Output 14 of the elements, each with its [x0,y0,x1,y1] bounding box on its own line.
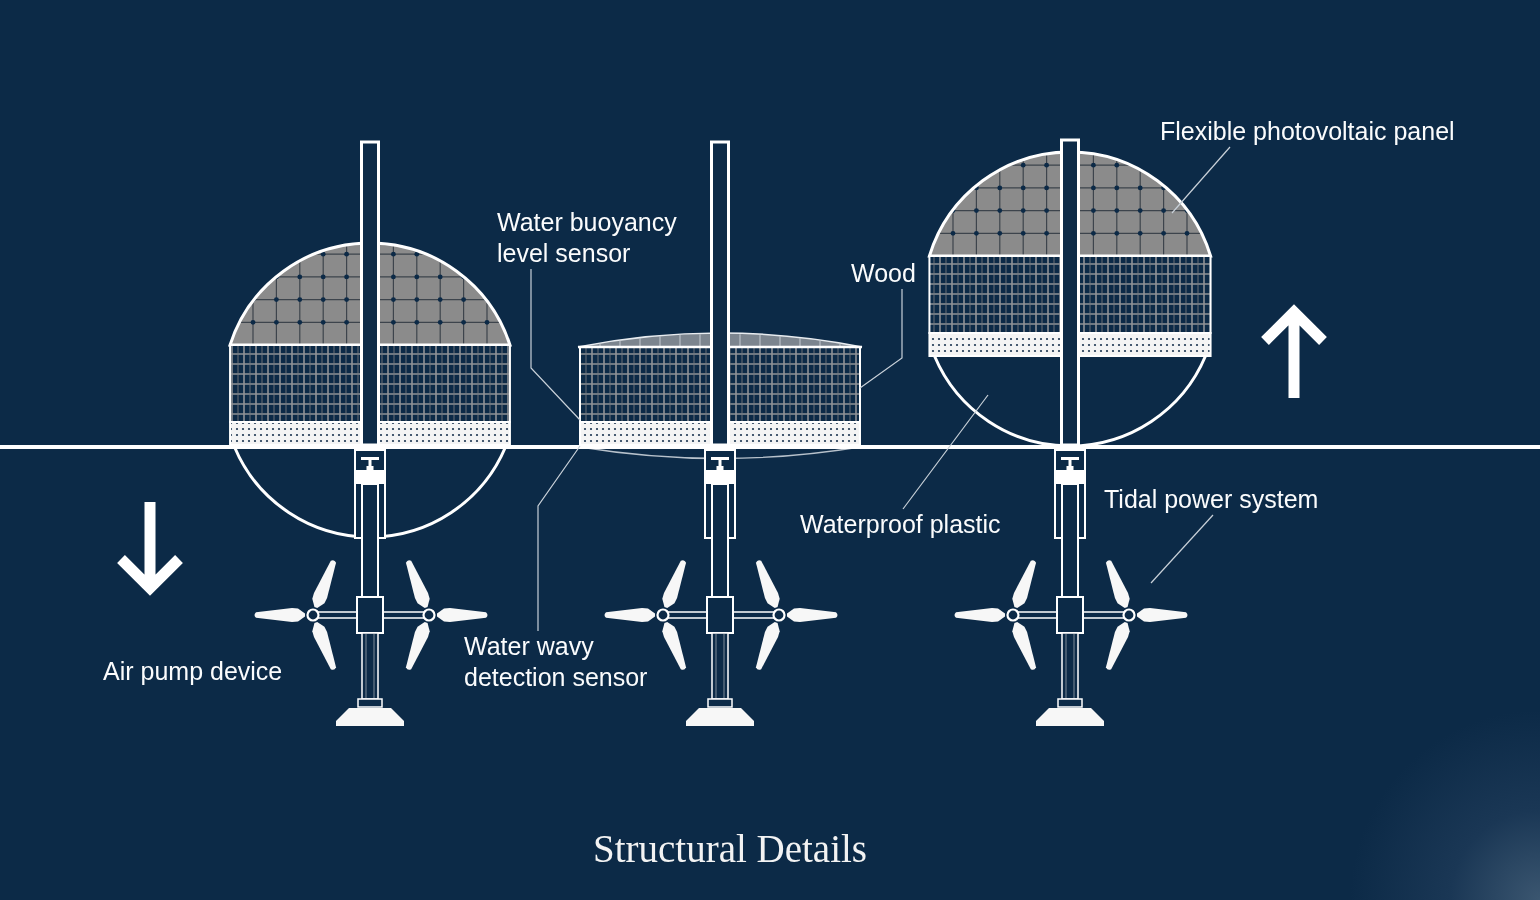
callout-label: Air pump device [103,656,283,687]
leader-line [902,394,989,510]
hull-drawing [933,355,1207,448]
callout-label: Water wavy detection sensor [464,631,664,693]
caption: Structural Details [593,826,867,872]
callout-label: Wood [851,258,916,289]
callout-label: Water buoyancy level sensor [497,207,697,269]
leader-line [1171,146,1231,214]
leader-line [859,288,903,389]
leader-line [537,445,581,632]
callout-label: Flexible photovoltaic panel [1160,116,1455,147]
callout-label: Waterproof plastic [800,509,1001,540]
leader-line [530,268,581,421]
float-box [578,345,862,446]
